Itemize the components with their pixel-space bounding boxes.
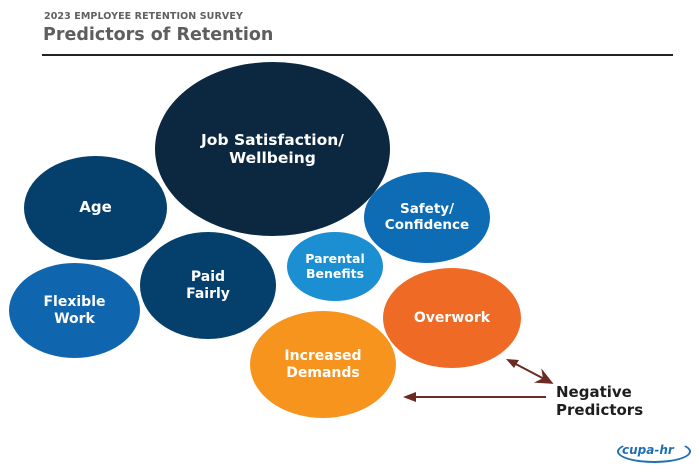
bubble-parental-benefits: Parental Benefits <box>287 232 383 301</box>
arrowhead-increased-demands <box>403 392 416 402</box>
bubble-label: Demands <box>286 364 360 381</box>
bubble-paid-fairly: Paid Fairly <box>140 232 276 339</box>
bubble-safety-confidence: Safety/ Confidence <box>364 172 490 263</box>
survey-subtitle: 2023 EMPLOYEE RETENTION SURVEY <box>44 11 243 22</box>
title-divider <box>42 54 673 56</box>
bubble-label: Confidence <box>384 216 470 233</box>
bubble-label: Fairly <box>186 285 230 302</box>
bubble-increased-demands: Increased Demands <box>250 311 396 418</box>
arrow-to-overwork <box>509 360 554 384</box>
bubble-label: Parental <box>305 250 365 266</box>
bubble-label: Paid <box>190 268 226 285</box>
bubble-job-satisfaction: Job Satisfaction/ Wellbeing <box>155 62 390 236</box>
negative-label-line1: Negative <box>556 383 632 401</box>
logo-swoosh-icon <box>617 440 691 463</box>
bubble-age: Age <box>24 156 167 260</box>
bubble-label: Benefits <box>305 265 365 281</box>
page-title: Predictors of Retention <box>43 25 274 45</box>
arrowhead-overwork <box>506 359 519 368</box>
bubble-label: Overwork <box>413 309 491 326</box>
negative-label-line2: Predictors <box>556 401 644 419</box>
bubble-label: Job Satisfaction/ <box>201 130 344 149</box>
negative-predictors-label: Negative Predictors <box>556 383 643 419</box>
bubble-label: Work <box>54 310 95 327</box>
bubble-label: Safety/ <box>399 200 455 217</box>
bubble-label: Flexible <box>43 293 106 310</box>
bubble-label: Increased <box>284 347 362 364</box>
bubble-label: Wellbeing <box>229 149 316 167</box>
cupa-hr-logo: cupa-hr <box>622 443 674 457</box>
bubble-overwork: Overwork <box>383 268 521 368</box>
bubble-flexible-work: Flexible Work <box>9 263 140 358</box>
bubble-label: Age <box>79 198 112 217</box>
